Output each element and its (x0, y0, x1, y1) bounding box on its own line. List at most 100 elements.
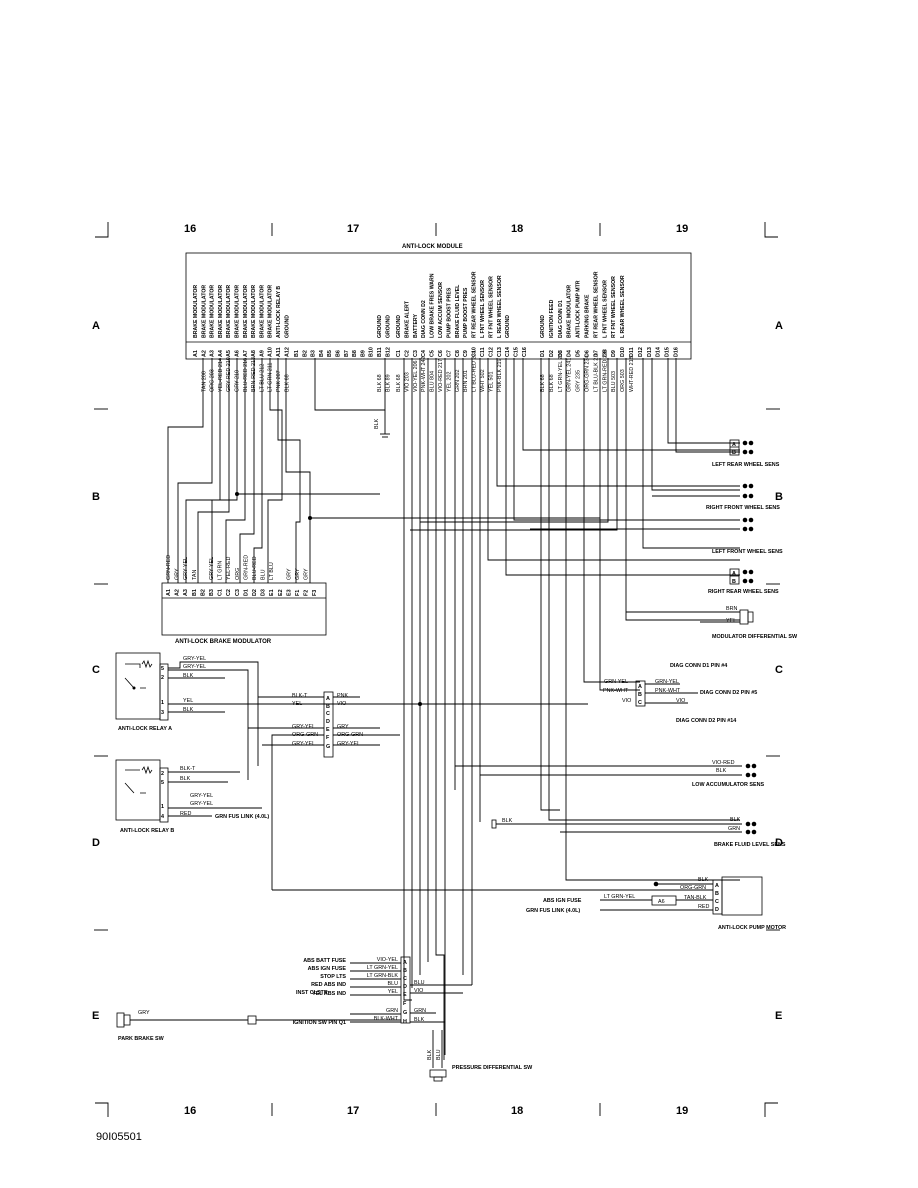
svg-text:GRN FUS LINK (4.0L): GRN FUS LINK (4.0L) (526, 908, 580, 914)
module-pin: C9 (463, 350, 469, 357)
col-label: 17 (347, 1105, 359, 1117)
module-pin: A3 (210, 350, 216, 357)
anti-lock-module: ANTI-LOCK MODULE BRAKE MODULATOR BRAKE MO… (185, 244, 692, 392)
svg-text:RED: RED (180, 811, 191, 817)
col-label: 18 (511, 1105, 523, 1117)
svg-text:ANTI-LOCK PUMP MOTOR: ANTI-LOCK PUMP MOTOR (718, 925, 786, 931)
module-wire: LT GRN-YEL 236 (558, 350, 564, 392)
left-rear-wheel-sensor: A B LEFT REAR WHEEL SENS (712, 439, 780, 468)
module-pin: C4 (421, 350, 427, 357)
module-pin: A5 (226, 350, 232, 357)
svg-text:A: A (732, 571, 736, 577)
svg-text:YEL: YEL (726, 618, 736, 624)
svg-text:BLU: BLU (414, 980, 425, 986)
module-pin: C11 (480, 347, 486, 357)
module-function: BRAKE MODULATOR (210, 285, 216, 338)
mid-wire-right: GRY-YEL (337, 741, 360, 747)
module-function: RT REAR WHEEL SENSOR (472, 271, 478, 338)
lower-connector-wire: BLK-WHT (374, 1016, 399, 1022)
col-label: 16 (184, 1105, 196, 1117)
svg-text:GRN-YEL: GRN-YEL (655, 679, 679, 685)
module-function: L REAR WHEEL SENSOR (497, 275, 503, 338)
module-pin: B1 (294, 350, 300, 357)
module-pin: A11 (276, 347, 282, 357)
col-label: 19 (676, 1105, 688, 1117)
module-pin: D2 (549, 350, 555, 357)
module-wire: ORG 203 (210, 369, 216, 392)
diag-connectors: A B C GRN-YEL PNK-WHT VIO GRN-YEL PNK-WH… (603, 663, 757, 724)
mid-wire-left: BLK-T (292, 693, 308, 699)
modulator-pin: A3 (183, 589, 189, 596)
module-pin: C16 (522, 347, 528, 357)
mod-diff-title: MODULATOR DIFFERENTIAL SW (712, 634, 798, 640)
module-function: BRAKE MODULATOR (243, 285, 249, 338)
module-pin: B4 (319, 350, 325, 357)
module-wire: BLU 804 (430, 371, 436, 392)
svg-text:VIO: VIO (622, 698, 631, 704)
module-pin: C12 (488, 347, 494, 357)
modulator-wire: YEL-RED (226, 557, 232, 580)
frame (94, 222, 780, 1117)
svg-text:B: B (732, 579, 736, 585)
module-function: ANTI-LOCK RELAY B (276, 286, 282, 338)
relay-a-title: ANTI-LOCK RELAY A (118, 726, 172, 732)
svg-text:BLK: BLK (183, 707, 194, 713)
module-function: LOW ACCUM SENSOR (438, 282, 444, 338)
svg-text:ABS IGN FUSE: ABS IGN FUSE (543, 898, 582, 904)
module-wire: ORG-GRN 234 (585, 355, 591, 392)
svg-text:VIO-RED: VIO-RED (712, 760, 735, 766)
col-label: 17 (347, 223, 359, 235)
module-function: L REAR WHEEL SENSOR (620, 275, 626, 338)
module-function: BATTERY (413, 314, 419, 338)
modulator-pin: E3 (286, 589, 292, 596)
svg-text:5: 5 (161, 780, 164, 786)
svg-text:B: B (732, 450, 736, 456)
module-wire: BLK 89 (385, 374, 391, 392)
right-rear-wheel-sensor: A B RIGHT REAR WHEEL SENS (708, 568, 779, 595)
module-function: BRAKE ALERT (404, 300, 410, 338)
modulator-pin: A2 (175, 589, 181, 596)
module-wire: YEL 202 (446, 372, 452, 392)
module-pin: D16 (674, 347, 680, 357)
modulator-wire: ORG (235, 568, 241, 580)
row-label: D (775, 837, 783, 849)
modulator-pin: C3 (235, 589, 241, 596)
module-wire: VIO 203 (404, 372, 410, 392)
module-pin: A6 (235, 350, 241, 357)
module-pin: A8 (251, 350, 257, 357)
lower-connector-wire: LT GRN-BLK (367, 973, 399, 979)
diag-d1-title: DIAG CONN D1 PIN #4 (670, 663, 727, 669)
mid-wire-left: GRY-YEL (292, 724, 315, 730)
modulator-pin: F3 (312, 590, 318, 596)
modulator-pin: B3 (209, 589, 215, 596)
svg-text:VIO: VIO (676, 698, 685, 704)
row-label: C (775, 664, 783, 676)
modulator-pin: D3 (261, 589, 267, 596)
module-pin: C5 (430, 350, 436, 357)
module-wire: PNK-WHT 242 (421, 356, 427, 392)
modulator-wire: BLU (261, 569, 267, 580)
svg-text:2: 2 (161, 771, 164, 777)
module-pin: B10 (369, 347, 375, 357)
svg-text:A: A (732, 442, 736, 448)
right-front-title: RIGHT FRONT WHEEL SENS (706, 505, 780, 511)
svg-text:A: A (638, 684, 642, 690)
module-pin: D4 (567, 350, 573, 357)
inst-cluster-label: INST CLSTR (296, 990, 328, 996)
module-wire: YEL-RED 214 (218, 358, 224, 392)
lower-connector-pin: F (403, 1001, 407, 1007)
module-wire: BLK 68 (396, 374, 402, 392)
col-label: 18 (511, 223, 523, 235)
module-function: RT FNT WHEEL SENSOR (488, 276, 494, 338)
module-title: ANTI-LOCK MODULE (402, 244, 463, 250)
svg-text:PNK-WHT: PNK-WHT (655, 688, 681, 694)
module-pin: C8 (455, 350, 461, 357)
lower-connector-wire: YEL (388, 989, 398, 995)
svg-text:PRESSURE DIFFERENTIAL SW: PRESSURE DIFFERENTIAL SW (452, 1065, 533, 1071)
modulator-pin: D2 (252, 589, 258, 596)
modulator-pin: D1 (243, 589, 249, 596)
mid-connector-pin: C (326, 711, 330, 717)
